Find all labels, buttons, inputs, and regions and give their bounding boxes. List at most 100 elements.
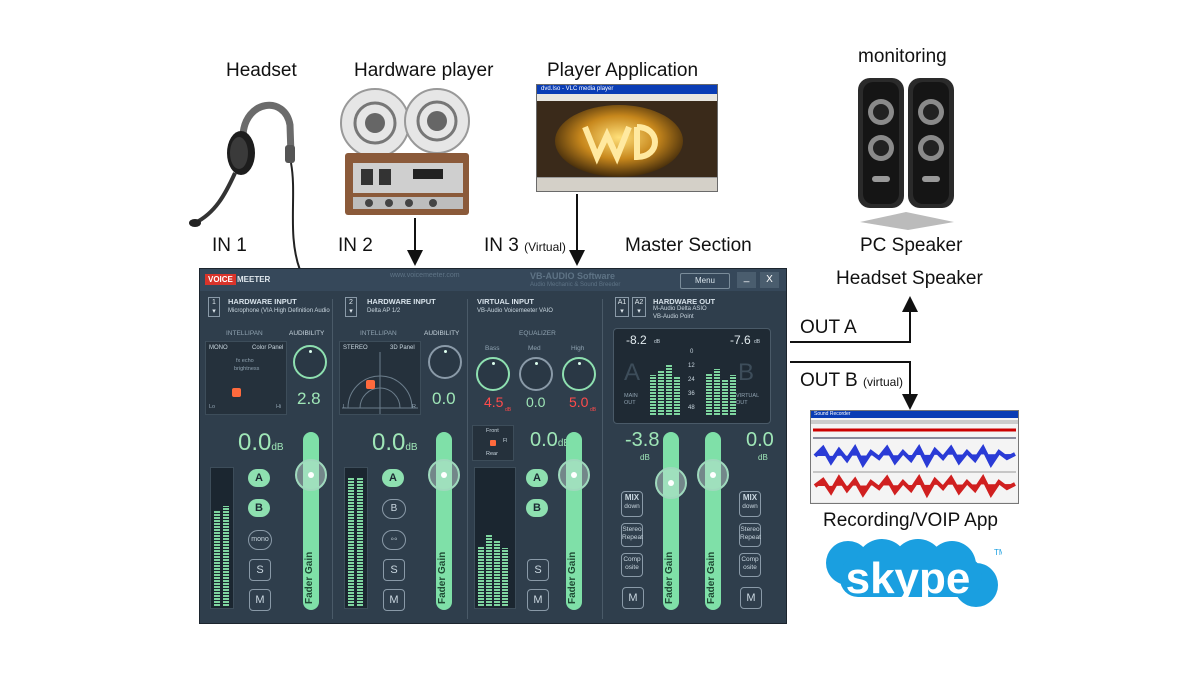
strip3-solo-button[interactable]: S [527, 559, 549, 581]
eq-high-label: High [571, 345, 585, 352]
main-out-label: MAIN OUT [624, 393, 638, 406]
master-b-down-label: down [742, 503, 758, 510]
strip1-gain-unit: dB [271, 442, 284, 453]
eq-med-value: 0.0 [526, 394, 546, 410]
strip2-mute-button[interactable]: M [383, 589, 405, 611]
strip3-pan-panel[interactable]: Front Fl Rear [472, 425, 514, 461]
strip1-solo-button[interactable]: S [249, 559, 271, 581]
eq-high-knob[interactable] [562, 357, 596, 391]
player-window: dvd.Iso - VLC media player [536, 84, 718, 192]
strip1-bright-label: brightness [234, 366, 260, 372]
menu-button[interactable]: Menu [680, 273, 730, 289]
skype-text: skype [846, 554, 971, 603]
strip2-pan-cursor[interactable] [366, 380, 375, 389]
master-a-comp-label: Comp [623, 556, 641, 563]
strip3-gain-value: 0.0dB [530, 429, 570, 452]
strip1-pan-cursor[interactable] [232, 388, 241, 397]
strip2-audibility-label: AUDIBILITY [424, 330, 460, 337]
master-b-mute-button[interactable]: M [740, 587, 762, 609]
minimize-button[interactable]: _ [737, 272, 756, 288]
master-device-2[interactable]: VB-Audio Point [653, 314, 694, 320]
strip1-fader-knob[interactable] [295, 459, 327, 491]
strip1-bus-a-button[interactable]: A [248, 469, 270, 487]
strip1-gain-number: 0.0 [238, 429, 272, 456]
master-b-fader-knob[interactable] [697, 459, 729, 491]
eq-med-knob[interactable] [519, 357, 553, 391]
pan-front-label: Front [486, 428, 499, 434]
eq-bass-knob[interactable] [476, 357, 510, 391]
master-right-db-unit: dB [754, 339, 761, 345]
strip3-mute-button[interactable]: M [527, 589, 549, 611]
strip1-audibility-knob[interactable] [293, 345, 327, 379]
out-a1-select[interactable]: A1▾ [615, 297, 629, 317]
strip3-bus-b-button[interactable]: B [526, 499, 548, 517]
strip3-pan-cursor[interactable] [490, 440, 496, 446]
strip2-gain-value: 0.0dB [372, 429, 418, 457]
strip1-mode: MONO [209, 345, 228, 351]
strip1-color-panel[interactable]: MONO Color Panel fx echo brightness Lo H… [205, 341, 287, 415]
strip1-gain-value: 0.0dB [238, 429, 284, 457]
strip1-mute-button[interactable]: M [249, 589, 271, 611]
strip3-bus-a-button[interactable]: A [526, 469, 548, 487]
skype-logo: skype TM [826, 539, 1002, 607]
master-b-gain-unit: dB [758, 453, 768, 462]
strip2-bus-a-button[interactable]: A [382, 469, 404, 487]
recording-app-label: Recording/VOIP App [823, 510, 998, 531]
pc-speaker-label: PC Speaker [860, 235, 963, 256]
strip1-knob-value: 2.8 [297, 389, 321, 408]
strip2-right-label: R [412, 404, 416, 410]
player-window-title: dvd.Iso - VLC media player [537, 85, 717, 94]
master-b-fader-label: Fader Gain [706, 551, 717, 604]
strip1-number: 1 [212, 299, 216, 306]
strip2-3d-panel[interactable]: STEREO 3D Panel L R [339, 341, 421, 415]
in3-note: (Virtual) [524, 240, 566, 254]
master-a-gain-unit: dB [640, 453, 650, 462]
strip1-input-select[interactable]: 1▾ [208, 297, 220, 317]
strip3-gain-number: 0.0 [530, 429, 558, 451]
strip3-title: VIRTUAL INPUT [477, 297, 534, 306]
master-a-fader-label: Fader Gain [664, 551, 675, 604]
strip1-device[interactable]: Microphone (VIA High Definition Audio [228, 308, 330, 314]
player-application-label: Player Application [547, 60, 699, 81]
out-a2-select[interactable]: A2▾ [632, 297, 646, 317]
out-a-arrow [790, 296, 918, 343]
master-a-osite-label: osite [625, 564, 639, 571]
strip1-lo-label: Lo [209, 404, 216, 410]
strip3-fader-knob[interactable] [558, 459, 590, 491]
strip1-level-meter [210, 467, 234, 609]
strip2-stereo-button[interactable]: ◦◦ [382, 530, 406, 550]
master-a-fader-knob[interactable] [655, 467, 687, 499]
master-b-mix-label: MIX [742, 493, 758, 502]
strip2-gain-unit: dB [405, 442, 418, 453]
close-button[interactable]: X [760, 272, 779, 288]
master-device-1[interactable]: M-Audio Delta ASIO [653, 306, 707, 312]
strip2-fader-label: Fader Gain [437, 551, 448, 604]
strip1-mono-button[interactable]: mono [248, 530, 272, 550]
strip2-audibility-knob[interactable] [428, 345, 462, 379]
master-a-mute-button[interactable]: M [622, 587, 644, 609]
headset-icon [189, 101, 301, 270]
strip2-fader-knob[interactable] [428, 459, 460, 491]
strip2-device[interactable]: Delta AP 1/2 [367, 308, 401, 314]
out-b-text: OUT B [800, 370, 858, 391]
strip2-solo-button[interactable]: S [383, 559, 405, 581]
watermark-site: www.voicemeeter.com [390, 272, 460, 279]
strip3-level-meter [474, 467, 516, 609]
strip1-fx-label: fx echo [236, 358, 254, 364]
strip2-bus-b-button[interactable]: B [382, 499, 406, 519]
strip2-title: HARDWARE INPUT [367, 297, 436, 306]
in3-label: IN 3 (Virtual) [484, 235, 566, 257]
strip1-bus-b-button[interactable]: B [248, 499, 270, 517]
eq-bass-unit: dB [505, 407, 512, 413]
strip2-input-select[interactable]: 2▾ [345, 297, 357, 317]
scale-0: 0 [690, 349, 694, 355]
logo-voice: VOICE [205, 274, 236, 285]
strip1-intellipan-label: INTELLIPAN [226, 330, 263, 337]
strip2-left-label: L [343, 404, 347, 410]
